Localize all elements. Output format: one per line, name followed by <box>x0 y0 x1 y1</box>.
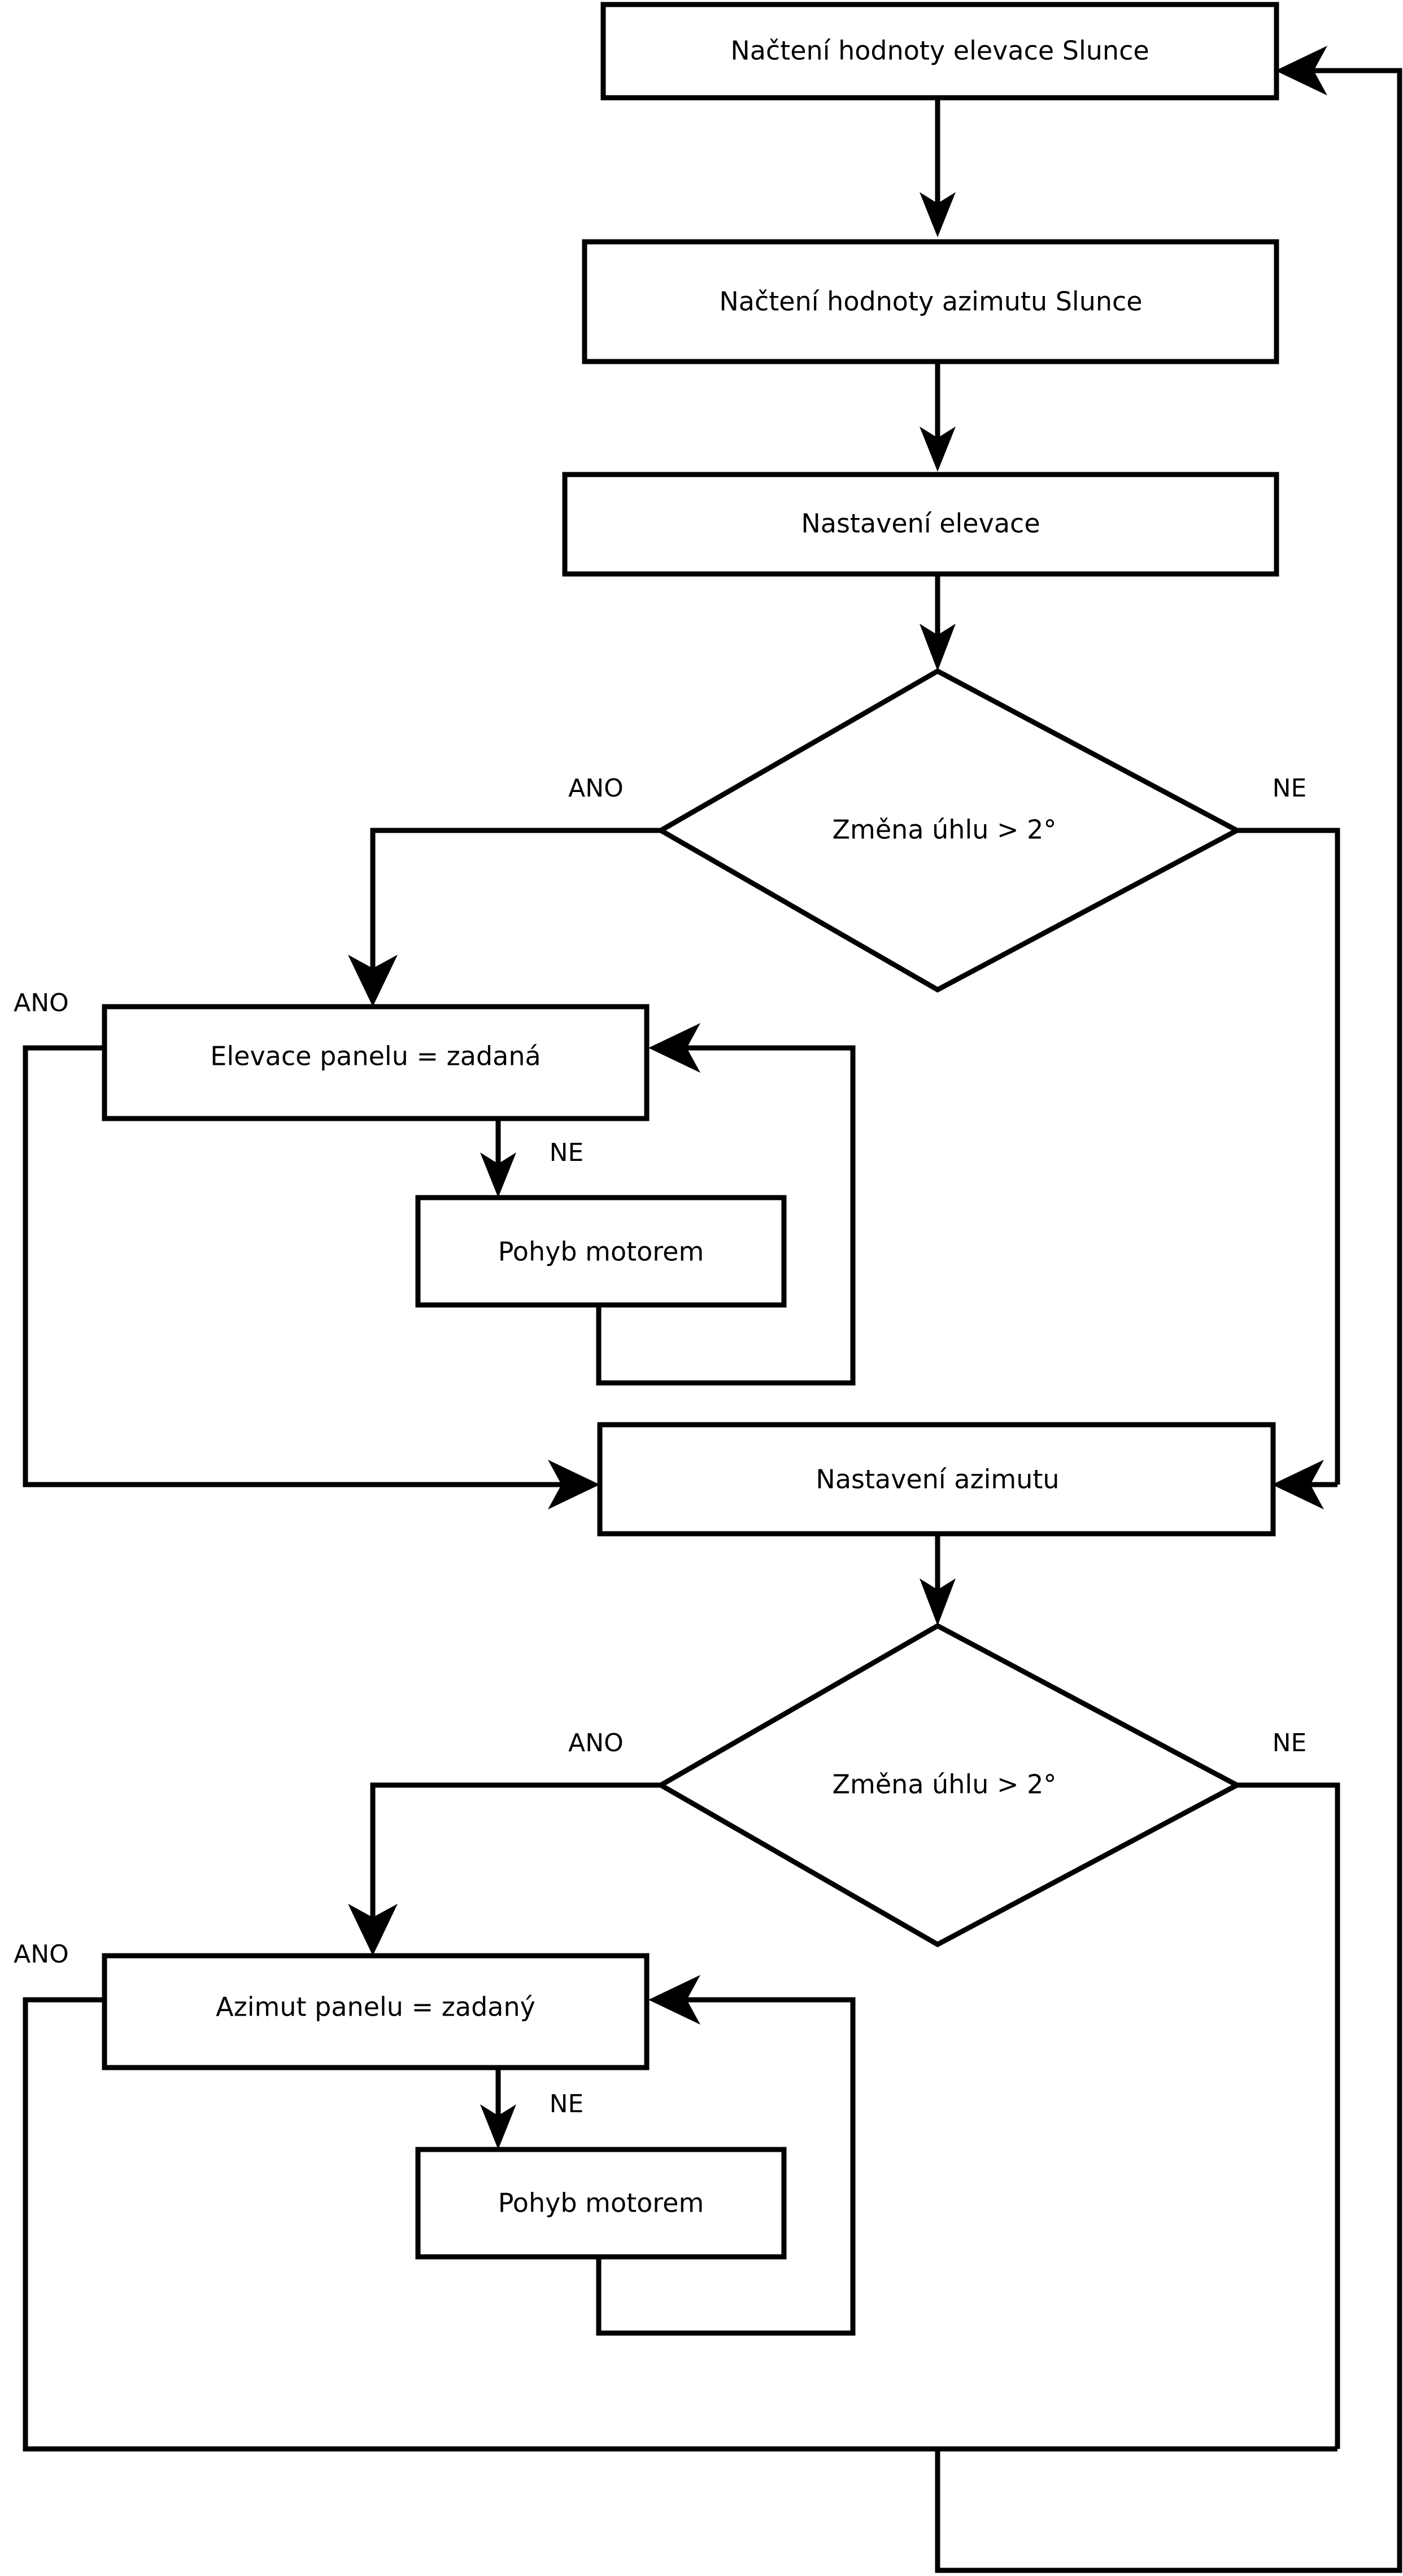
edge-motor-azimuth-loopback <box>596 1975 856 2336</box>
node-panel-elevation-check[interactable]: Elevace panelu = zadaná <box>102 1004 650 1121</box>
node-read-azimuth[interactable]: Načtení hodnoty azimutu Slunce <box>582 239 1279 364</box>
node-read-elevation-label: Načtení hodnoty elevace Slunce <box>730 36 1149 66</box>
edge-label-elev-panel-yes: ANO <box>14 989 69 1017</box>
edge-label-elev-panel-no: NE <box>550 1138 584 1167</box>
edge-panel-elevation-yes <box>23 1045 600 1509</box>
node-panel-azimuth-check-label: Azimut panelu = zadaný <box>216 1992 535 2022</box>
edge-decision-azimuth-yes <box>348 1782 661 1956</box>
edge-decision-azimuth-no <box>1237 1782 1340 2449</box>
node-read-azimuth-label: Načtení hodnoty azimutu Slunce <box>719 286 1142 317</box>
edge-label-azim-panel-no: NE <box>550 2090 584 2118</box>
edge-motor-elevation-loopback <box>596 1023 856 1386</box>
node-decision-elevation-label: Změna úhlu > 2° <box>833 815 1057 845</box>
edge-panel-azimuth-yes <box>23 1997 1337 2452</box>
node-panel-azimuth-check[interactable]: Azimut panelu = zadaný <box>102 1953 650 2070</box>
edge-read-elevation-to-read-azimuth <box>920 98 956 237</box>
node-decision-azimuth-label: Změna úhlu > 2° <box>833 1769 1057 1800</box>
node-set-azimuth-label: Nastavení azimutu <box>816 1464 1059 1495</box>
edge-decision-elevation-yes <box>348 828 661 1007</box>
edge-panel-azimuth-no <box>480 2068 516 2149</box>
node-set-elevation[interactable]: Nastavení elevace <box>562 472 1279 577</box>
edge-label-azim-decision-yes: ANO <box>568 1729 624 1757</box>
edge-panel-elevation-no <box>480 1119 516 1198</box>
edge-label-elev-decision-yes: ANO <box>568 774 624 803</box>
node-motor-move-elevation[interactable]: Pohyb motorem <box>415 1195 787 1308</box>
edge-label-azim-decision-no: NE <box>1273 1729 1307 1757</box>
edge-label-elev-decision-no: NE <box>1273 774 1307 803</box>
node-motor-move-azimuth[interactable]: Pohyb motorem <box>415 2147 787 2260</box>
node-decision-azimuth[interactable]: Změna úhlu > 2° <box>655 1622 1243 1948</box>
node-motor-move-elevation-label: Pohyb motorem <box>498 1237 704 1267</box>
edge-set-azimuth-to-decision-azimuth <box>920 1534 956 1626</box>
node-decision-elevation[interactable]: Změna úhlu > 2° <box>655 668 1243 993</box>
node-set-azimuth[interactable]: Nastavení azimutu <box>597 1422 1276 1537</box>
node-panel-elevation-check-label: Elevace panelu = zadaná <box>210 1041 541 1072</box>
edge-read-azimuth-to-set-elevation <box>920 362 956 472</box>
node-motor-move-azimuth-label: Pohyb motorem <box>498 2188 704 2218</box>
node-set-elevation-label: Nastavení elevace <box>801 508 1040 539</box>
edge-label-azim-panel-yes: ANO <box>14 1940 69 1969</box>
edge-global-return-to-start <box>935 46 1402 2573</box>
node-read-elevation[interactable]: Načtení hodnoty elevace Slunce <box>600 2 1279 101</box>
edge-decision-elevation-no <box>1237 828 1340 1509</box>
edge-set-elevation-to-decision-elevation <box>920 574 956 671</box>
